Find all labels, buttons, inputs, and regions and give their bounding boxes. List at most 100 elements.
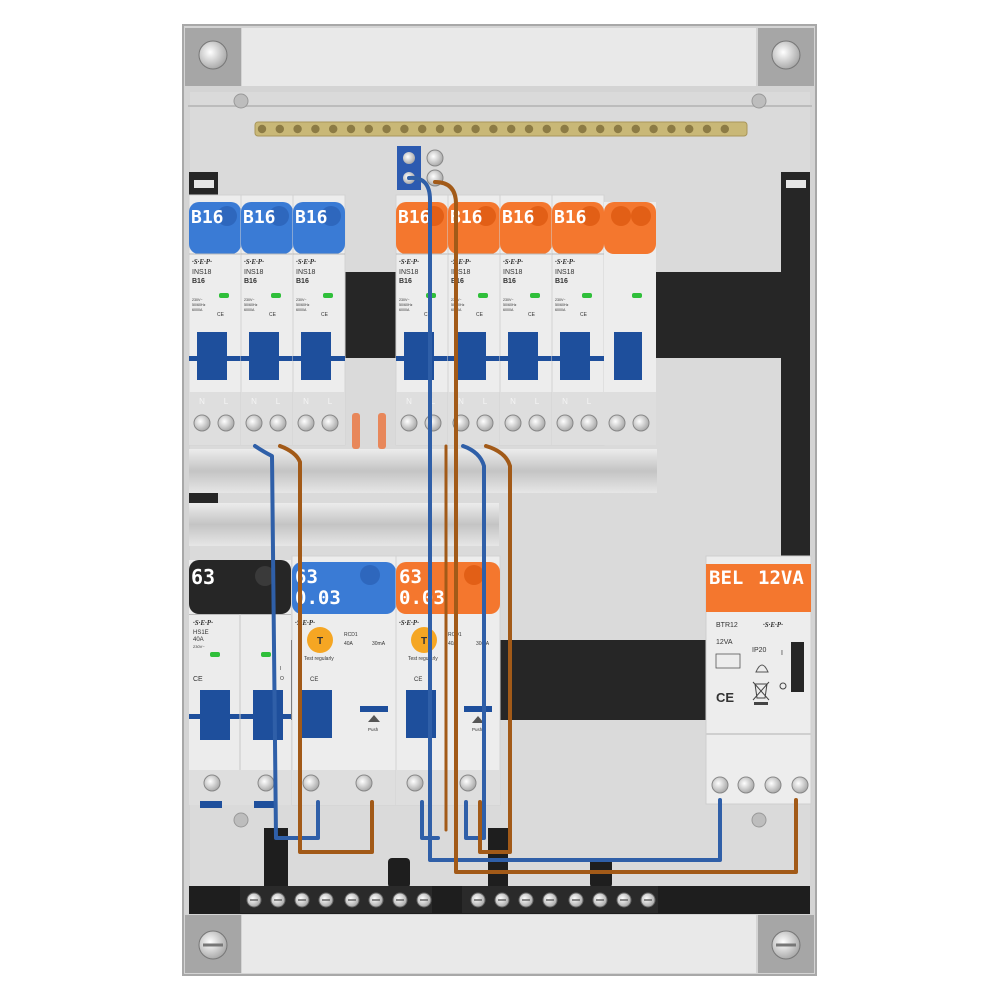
test-regularly-text: Test regularly	[304, 656, 334, 662]
status-led-icon	[323, 293, 333, 298]
spacer-module	[604, 202, 656, 445]
mcb-spec: 50/60Hz	[555, 303, 569, 307]
brand-text: ·S·E·P·	[193, 619, 213, 627]
rcd-label-bottom: 0.03	[295, 587, 341, 609]
ce-mark: CE	[424, 312, 432, 318]
terminal-screw-icon	[321, 414, 339, 432]
ce-mark: CE	[217, 312, 225, 318]
mcb-label: B16	[502, 207, 535, 228]
test-button-label: T	[421, 636, 427, 647]
neutral-bar-screws	[246, 892, 656, 908]
busbar-hole-icon	[667, 124, 676, 134]
wire-brown-right	[478, 444, 512, 854]
terminal-screw-icon	[406, 774, 424, 792]
busbar-hole-icon	[293, 124, 302, 134]
busbar-hole-icon	[631, 124, 640, 134]
mcb-label: B16	[450, 207, 483, 228]
ce-mark: CE	[580, 312, 588, 318]
status-led-icon	[219, 293, 229, 298]
terminal-n-mark: N	[458, 397, 464, 406]
brand-text: ·S·E·P·	[295, 619, 315, 627]
terminal-screw-icon	[302, 774, 320, 792]
ce-mark: CE	[193, 676, 203, 683]
terminal-screw-icon	[269, 414, 287, 432]
mcb-spec: 230V~	[192, 298, 203, 302]
terminal-n-mark: N	[510, 397, 516, 406]
mcb-rating: B16	[399, 278, 412, 285]
busbar-hole-icon	[685, 124, 694, 134]
mcb-spec: 6000A	[399, 308, 410, 312]
busbar-hole-icon	[720, 124, 729, 134]
ce-mark: CE	[414, 677, 422, 683]
mcb-rating: B16	[503, 278, 516, 285]
mcb-spec: 230V~	[503, 298, 514, 302]
brand-text: ·S·E·P·	[555, 258, 575, 266]
bell-label-right: 12VA	[758, 567, 804, 589]
busbar-hole-icon	[702, 124, 712, 134]
brand-text: ·S·E·P·	[451, 258, 471, 266]
wire-blue-right	[461, 444, 486, 840]
busbar-hole-icon	[649, 124, 658, 134]
ce-mark: CE	[310, 677, 318, 683]
busbar-hole-icon	[524, 124, 534, 134]
mcb-type: INS18	[503, 269, 523, 276]
main-switch-label: 63	[191, 565, 215, 589]
wire-blue-left	[253, 444, 320, 840]
terminal-screw-icon	[297, 414, 315, 432]
wire-brown-left	[278, 444, 374, 854]
brand-text: ·S·E·P·	[399, 258, 419, 266]
mcb-type: INS18	[192, 269, 212, 276]
bell-icon	[755, 664, 769, 673]
rcd-sensitivity: 30mA	[372, 641, 386, 647]
bell-ce-mark: CE	[716, 690, 734, 705]
busbar-hole-icon	[418, 124, 427, 134]
mcb-label: B16	[398, 207, 431, 228]
earth-busbar	[254, 121, 748, 137]
test-button-icon[interactable]	[307, 627, 333, 653]
terminal-screw-icon	[193, 414, 211, 432]
mcb-rating: B16	[244, 278, 257, 285]
status-led-icon	[261, 652, 271, 657]
brand-text: ·S·E·P·	[763, 621, 783, 629]
busbar-hole-icon	[382, 124, 391, 134]
wire-blue-feed	[407, 175, 722, 862]
busbar-hole-icon	[346, 124, 356, 134]
brand-text: ·S·E·P·	[503, 258, 523, 266]
main-switch-rating: 40A	[193, 637, 204, 643]
terminal-n-mark: N	[406, 397, 412, 406]
terminal-screw-icon	[355, 774, 373, 792]
rcd-rating: 40A	[448, 641, 458, 647]
mcb-type: INS18	[244, 269, 264, 276]
terminal-screw-icon	[580, 414, 598, 432]
busbar-hole-icon	[542, 124, 551, 134]
bell-rating: 12VA	[716, 639, 733, 646]
terminal-screw-icon	[217, 414, 235, 432]
terminal-screw-icon	[504, 414, 522, 432]
status-led-icon	[478, 293, 488, 298]
brand-text: ·S·E·P·	[192, 258, 212, 266]
mcb-spec: 230V~	[244, 298, 255, 302]
bell-switch-off-mark	[779, 682, 787, 690]
top-cover	[242, 28, 756, 86]
mount-screw-icon	[198, 40, 801, 960]
terminal-l-mark: L	[276, 397, 281, 406]
brand-text: ·S·E·P·	[296, 258, 316, 266]
bell-ip: IP20	[752, 647, 767, 654]
busbar-hole-icon	[613, 124, 623, 134]
brand-text: ·S·E·P·	[244, 258, 264, 266]
bell-switch-on-mark: I	[781, 650, 783, 657]
busbar-hole-icon	[596, 124, 605, 134]
mcb-rating: B16	[555, 278, 568, 285]
main-switch-type: HS1E	[193, 630, 209, 636]
weee-bin-icon	[752, 681, 770, 701]
terminal-block	[397, 146, 444, 190]
terminal-screw-icon	[476, 414, 494, 432]
busbar-hole-icon	[560, 124, 569, 134]
mcb-rating: B16	[296, 278, 309, 285]
wire-brown-feed	[433, 180, 798, 874]
